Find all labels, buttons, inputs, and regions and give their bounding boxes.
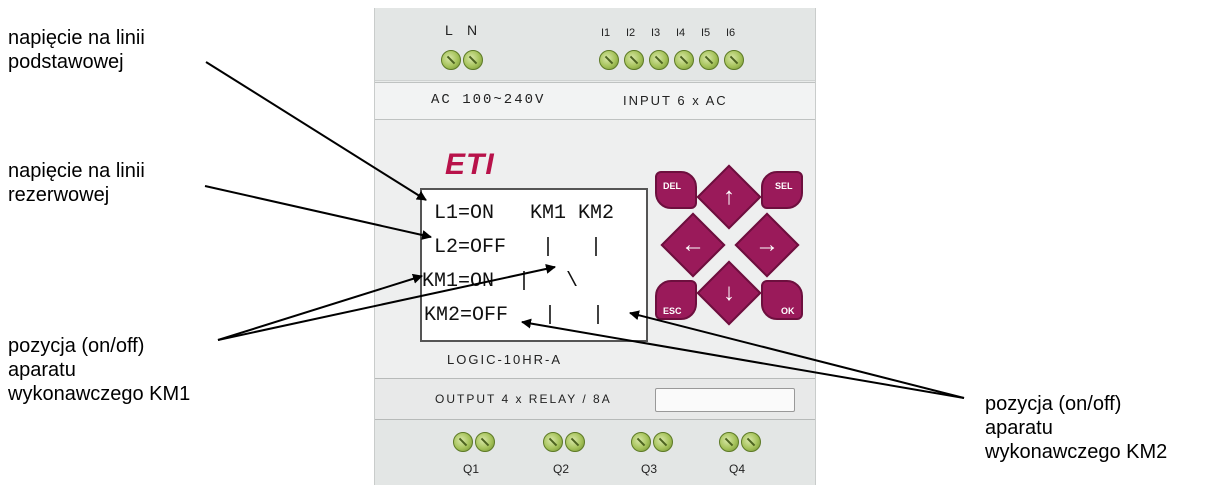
output-spec-label: OUTPUT 4 x RELAY / 8A <box>435 392 612 406</box>
terminal-label-q3: Q3 <box>641 462 658 476</box>
terminal-label-i2: I2 <box>626 27 636 39</box>
lcd-row: L1=ON KM1 KM2 <box>434 202 615 225</box>
eti-logo: ETI <box>445 148 495 181</box>
input-spec-label: INPUT 6 x AC <box>623 93 728 108</box>
lcd-row: KM2=OFF | | <box>424 304 605 327</box>
screw-terminal-icon <box>441 50 461 70</box>
callout-km2-position: pozycja (on/off) aparatu wykonawczego KM… <box>985 392 1167 464</box>
terminal-label-q4: Q4 <box>729 462 746 476</box>
callout-primary-line-voltage: napięcie na linii podstawowej <box>8 26 145 74</box>
lcd-row: KM1=ON | \ <box>422 270 579 293</box>
del-button[interactable]: DEL <box>655 171 697 209</box>
screw-terminal-icon <box>475 432 495 452</box>
screw-terminal-icon <box>631 432 651 452</box>
screw-terminal-icon <box>624 50 644 70</box>
model-label: LOGIC-10HR-A <box>447 352 563 367</box>
screw-terminal-icon <box>719 432 739 452</box>
terminal-label-q1: Q1 <box>463 462 480 476</box>
callout-text-line: pozycja (on/off) <box>985 393 1122 415</box>
terminal-label-i3: I3 <box>651 27 661 39</box>
label-slot <box>655 388 795 412</box>
screw-terminal-icon <box>674 50 694 70</box>
terminal-label-i4: I4 <box>676 27 686 39</box>
supply-voltage-label: AC 100~240V <box>431 92 546 108</box>
terminal-label-i6: I6 <box>726 27 736 39</box>
screw-terminal-icon <box>741 432 761 452</box>
arrow-up-icon: ↑ <box>723 183 735 210</box>
supply-label-plate <box>375 82 815 120</box>
callout-text-line: napięcie na linii <box>8 160 145 182</box>
lcd-display: L1=ON KM1 KM2 L2=OFF | | KM1=ON | \ KM2=… <box>420 188 648 342</box>
terminal-label-l: L <box>445 22 453 38</box>
screw-terminal-icon <box>724 50 744 70</box>
terminal-label-n: N <box>467 22 478 38</box>
callout-text-line: aparatu <box>985 417 1053 439</box>
screw-terminal-icon <box>649 50 669 70</box>
callout-km1-position: pozycja (on/off) aparatu wykonawczego KM… <box>8 334 190 406</box>
terminal-label-q2: Q2 <box>553 462 570 476</box>
sel-button[interactable]: SEL <box>761 171 803 209</box>
esc-button[interactable]: ESC <box>655 280 697 320</box>
callout-text-line: wykonawczego KM2 <box>985 441 1168 463</box>
plc-device: L N I1 I2 I3 I4 I5 I6 AC 100~240V INPUT … <box>374 8 816 485</box>
screw-terminal-icon <box>463 50 483 70</box>
callout-text-line: podstawowej <box>8 51 124 73</box>
arrow-right-icon: → <box>755 231 779 258</box>
ok-button[interactable]: OK <box>761 280 803 320</box>
callout-reserve-line-voltage: napięcie na linii rezerwowej <box>8 159 145 207</box>
terminal-label-i5: I5 <box>701 27 711 39</box>
callout-text-line: wykonawczego KM1 <box>8 383 191 405</box>
input-terminal-band <box>375 8 815 81</box>
screw-terminal-icon <box>653 432 673 452</box>
arrow-left-icon: ← <box>681 231 705 258</box>
lcd-row: L2=OFF | | <box>434 236 603 259</box>
callout-text-line: aparatu <box>8 359 76 381</box>
terminal-label-i1: I1 <box>601 27 611 39</box>
screw-terminal-icon <box>599 50 619 70</box>
output-terminal-band <box>375 420 815 485</box>
callout-text-line: pozycja (on/off) <box>8 335 145 357</box>
screw-terminal-icon <box>565 432 585 452</box>
screw-terminal-icon <box>699 50 719 70</box>
screw-terminal-icon <box>453 432 473 452</box>
screw-terminal-icon <box>543 432 563 452</box>
arrow-down-icon: ↓ <box>723 279 735 306</box>
callout-text-line: rezerwowej <box>8 184 110 206</box>
callout-text-line: napięcie na linii <box>8 27 145 49</box>
